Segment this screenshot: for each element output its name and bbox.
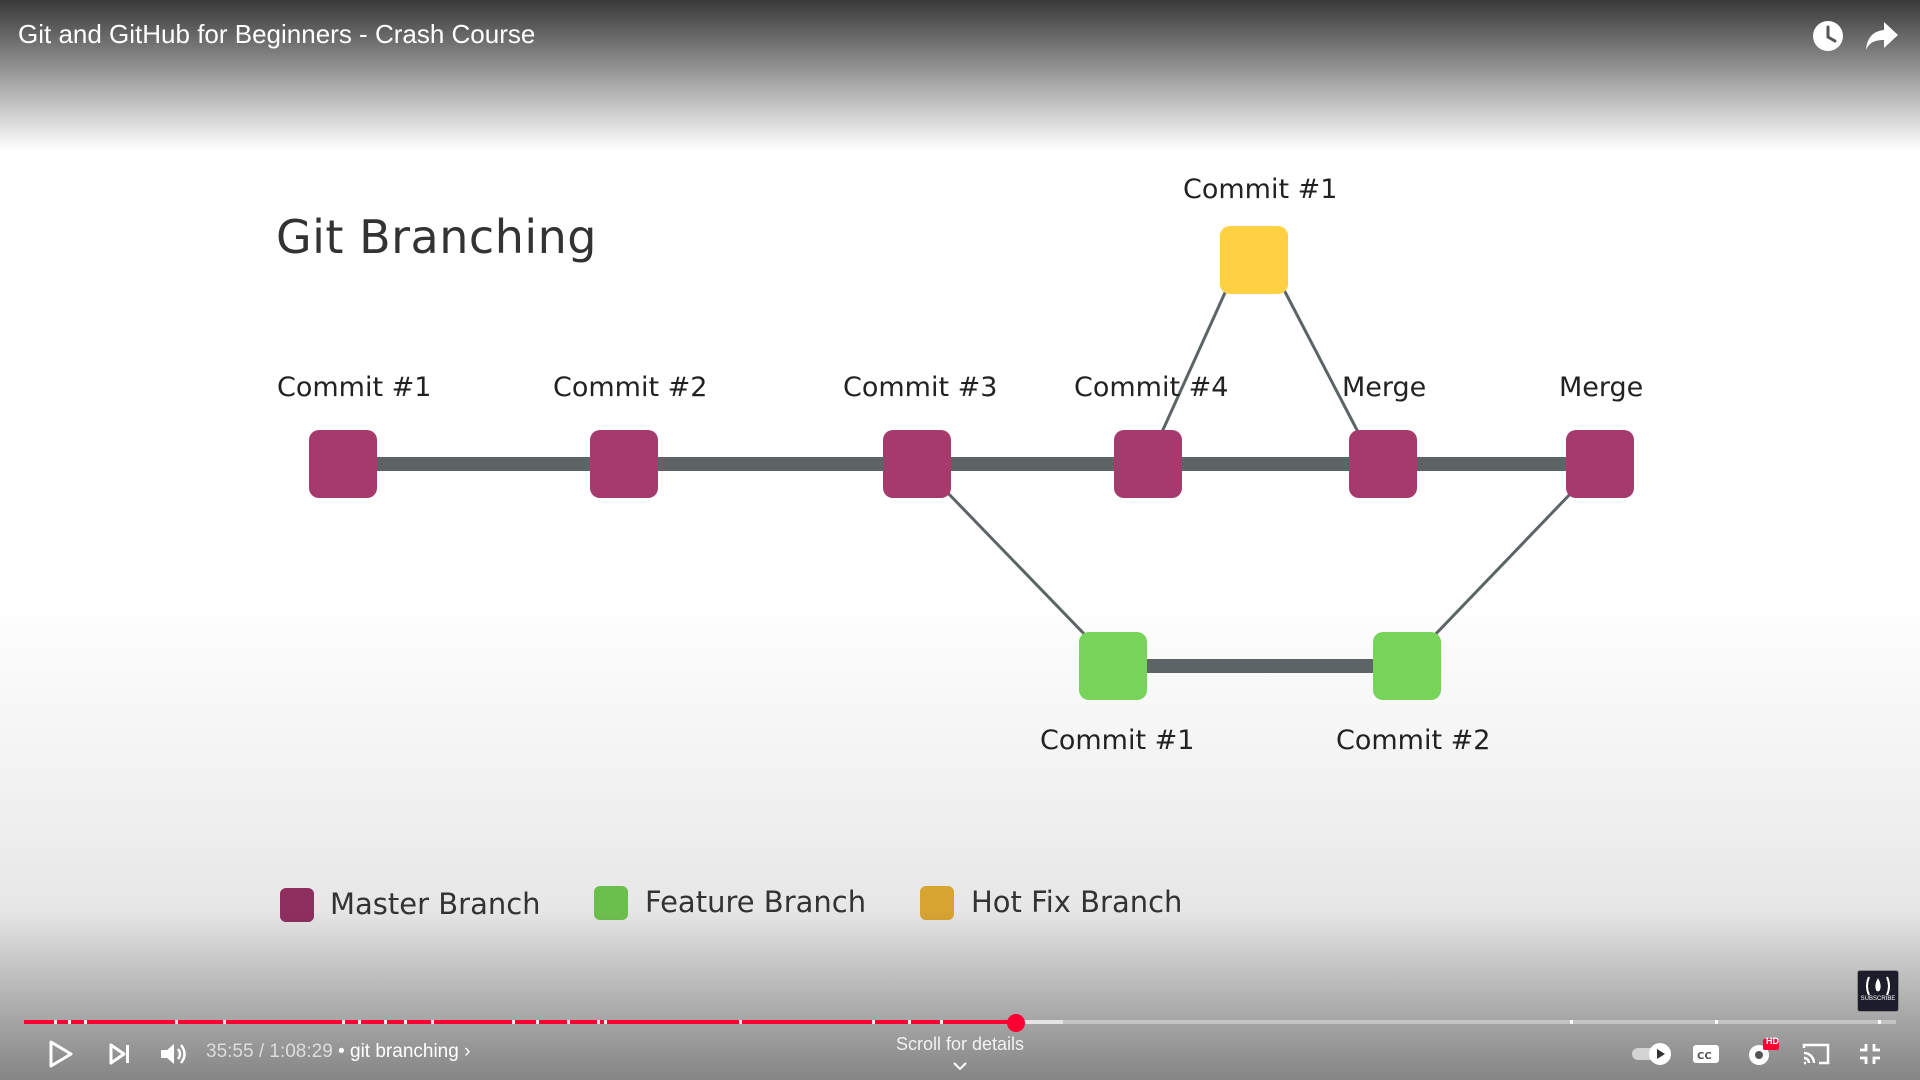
master-merge-1-label: Merge (1342, 372, 1426, 403)
play-icon (49, 1040, 73, 1068)
master-commit-1-node (309, 430, 377, 498)
gear-icon (1749, 1039, 1779, 1065)
chapter-marker (597, 1020, 600, 1024)
chapter-marker (940, 1020, 943, 1024)
chapter-marker (404, 1020, 407, 1024)
master-merge-2-node (1566, 430, 1634, 498)
progress-bar[interactable] (24, 1020, 1896, 1024)
chapter-title[interactable]: git branching (350, 1041, 459, 1062)
chapter-marker (223, 1020, 226, 1024)
feature-commit-2-label: Commit #2 (1336, 725, 1490, 756)
chapter-marker (536, 1020, 539, 1024)
chapter-marker (739, 1020, 742, 1024)
chevron-down-icon (953, 1062, 967, 1071)
scroll-for-details[interactable]: Scroll for details (880, 1034, 1040, 1076)
connector-master-to-feature (943, 488, 1092, 642)
master-commit-4-node (1114, 430, 1182, 498)
master-commit-3-label: Commit #3 (843, 372, 997, 403)
legend-hotfix-label: Hot Fix Branch (971, 885, 1183, 919)
volume-icon (161, 1044, 186, 1064)
chapter-marker (1570, 1020, 1573, 1024)
feature-commit-1-node (1079, 632, 1147, 700)
bottom-gradient (0, 910, 1920, 1080)
chapter-marker (431, 1020, 434, 1024)
master-commit-2-node (590, 430, 658, 498)
chapter-marker (512, 1020, 515, 1024)
captions-icon: CC (1693, 1045, 1719, 1063)
master-merge-2-label: Merge (1559, 372, 1643, 403)
connector-hotfix-to-merge (1280, 285, 1360, 433)
video-title[interactable]: Git and GitHub for Beginners - Crash Cou… (18, 19, 536, 49)
progress-played (24, 1020, 1017, 1024)
exit-fullscreen-button[interactable] (1850, 1034, 1890, 1074)
chapter-marker (54, 1020, 57, 1024)
legend-master-swatch (280, 888, 314, 922)
duration: 1:08:29 (269, 1041, 333, 1062)
legend-master-label: Master Branch (330, 887, 541, 921)
chapter-marker (567, 1020, 570, 1024)
hotfix-commit-1-label: Commit #1 (1183, 174, 1337, 205)
top-gradient (0, 0, 1920, 150)
cast-button[interactable] (1796, 1034, 1836, 1074)
chapter-marker (872, 1020, 875, 1024)
cast-icon (1802, 1043, 1830, 1065)
chapter-marker (358, 1020, 361, 1024)
next-button[interactable] (100, 1034, 140, 1074)
play-button[interactable] (40, 1034, 80, 1074)
feature-commit-1-label: Commit #1 (1040, 725, 1194, 756)
chapter-marker (175, 1020, 178, 1024)
master-merge-1-node (1349, 430, 1417, 498)
exit-fullscreen-icon (1860, 1044, 1880, 1064)
chapter-chevron-icon[interactable]: › (464, 1041, 471, 1062)
chapter-prefix: • (332, 1041, 351, 1062)
chapter-marker (604, 1020, 607, 1024)
chapter-marker (384, 1020, 387, 1024)
skip-next-icon (109, 1043, 129, 1065)
chapter-marker (1878, 1020, 1881, 1024)
master-commit-1-label: Commit #1 (277, 372, 431, 403)
chapter-marker (68, 1020, 71, 1024)
connector-master-to-hotfix (1160, 285, 1230, 433)
legend-hotfix-swatch (920, 886, 954, 920)
legend-feature-label: Feature Branch (645, 885, 867, 919)
time-display: 35:55 / 1:08:29 • git branching › (206, 1041, 470, 1063)
progress-scrubber[interactable] (1007, 1014, 1026, 1032)
feature-commit-2-node (1373, 632, 1441, 700)
scroll-hint-label: Scroll for details (895, 1034, 1025, 1054)
master-commit-3-node (883, 430, 951, 498)
clock-icon[interactable] (1808, 16, 1848, 56)
slide-heading: Git Branching (276, 210, 597, 264)
channel-watermark-text: SUBSCRIBE (1860, 996, 1896, 1002)
connector-feature-to-merge (1428, 488, 1576, 642)
chapter-marker (908, 1020, 911, 1024)
legend-feature-swatch (594, 886, 628, 920)
chapter-marker (1715, 1020, 1718, 1024)
chapter-marker (342, 1020, 345, 1024)
channel-watermark[interactable]: SUBSCRIBE (1857, 970, 1899, 1012)
share-arrow-icon[interactable] (1862, 16, 1902, 56)
time-separator: / (253, 1041, 270, 1062)
hotfix-commit-1-node (1220, 226, 1288, 294)
settings-button[interactable]: HD (1742, 1034, 1782, 1074)
svg-text:CC: CC (1697, 1051, 1712, 1062)
autoplay-toggle-icon (1632, 1043, 1671, 1065)
current-time: 35:55 (206, 1041, 254, 1062)
volume-button[interactable] (152, 1034, 196, 1074)
autoplay-toggle[interactable] (1628, 1034, 1676, 1074)
master-commit-2-label: Commit #2 (553, 372, 707, 403)
hd-badge: HD (1766, 1036, 1779, 1046)
captions-button[interactable]: CC (1686, 1034, 1726, 1074)
master-commit-4-label: Commit #4 (1074, 372, 1228, 403)
chapter-marker (84, 1020, 87, 1024)
